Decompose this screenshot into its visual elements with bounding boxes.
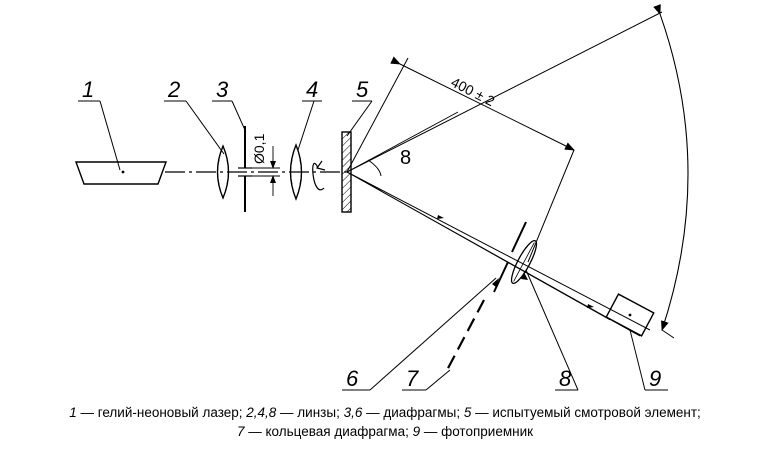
legend-line-2: 7 — кольцевая диафрагма; 9 — фотоприемни…: [0, 422, 770, 441]
angle-ray-2: [346, 11, 663, 173]
legend-number: 7: [236, 424, 245, 439]
label-9: 9: [649, 366, 661, 391]
legend-text: — диафрагмы;: [362, 405, 464, 420]
diaphragm-3: [238, 126, 252, 212]
legend-number: 5: [463, 405, 472, 420]
distance-label: 400 ± 2: [449, 74, 498, 110]
aperture-dimension: [245, 146, 280, 196]
angle-label: 8: [400, 147, 411, 169]
rotation-arrow: [312, 162, 325, 191]
optical-scheme-diagram: 1 2 3 4 5 6 7 8 9 400 ± 2 Ø0,1 8: [75, 4, 689, 391]
legend-number: 1: [69, 405, 77, 420]
angle-arc: [367, 159, 382, 177]
lens-8: [510, 239, 538, 285]
angle-ray-1: [346, 57, 409, 173]
label-2: 2: [167, 77, 180, 102]
label-5: 5: [356, 77, 369, 102]
legend-number: 2,4,8: [246, 405, 277, 420]
lens-4: [289, 143, 303, 201]
label-7: 7: [406, 366, 419, 391]
diaphragm-6: [493, 221, 527, 293]
label-1: 1: [82, 77, 94, 102]
lens-2: [216, 144, 230, 200]
figure-legend: 1 — гелий-неоновый лазер; 2,4,8 — линзы;…: [0, 403, 770, 441]
legend-text: — линзы;: [276, 405, 344, 420]
legend-number: 3,6: [343, 405, 363, 420]
laser: [75, 161, 167, 185]
legend-text: — фотоприемник: [420, 424, 534, 439]
tested-viewing-element: [341, 131, 352, 213]
label-4: 4: [306, 77, 318, 102]
reflected-beam-upper: [346, 171, 651, 331]
legend-text: — испытуемый смотровой элемент;: [471, 405, 701, 420]
legend-number: 9: [412, 424, 421, 439]
annular-diaphragm: [445, 299, 485, 373]
label-6: 6: [346, 366, 359, 391]
aperture-label: Ø0,1: [251, 133, 267, 164]
label-8: 8: [559, 366, 572, 391]
distance-dimension: [390, 56, 575, 151]
label-3: 3: [216, 77, 229, 102]
angle-dimension-arc: [653, 4, 689, 331]
legend-text: — гелий-неоновый лазер;: [76, 405, 247, 420]
legend-line-1: 1 — гелий-неоновый лазер; 2,4,8 — линзы;…: [0, 403, 770, 422]
label-leaders: [78, 100, 668, 391]
legend-text: — кольцевая диафрагма;: [244, 424, 413, 439]
photoreceiver: [605, 293, 655, 337]
